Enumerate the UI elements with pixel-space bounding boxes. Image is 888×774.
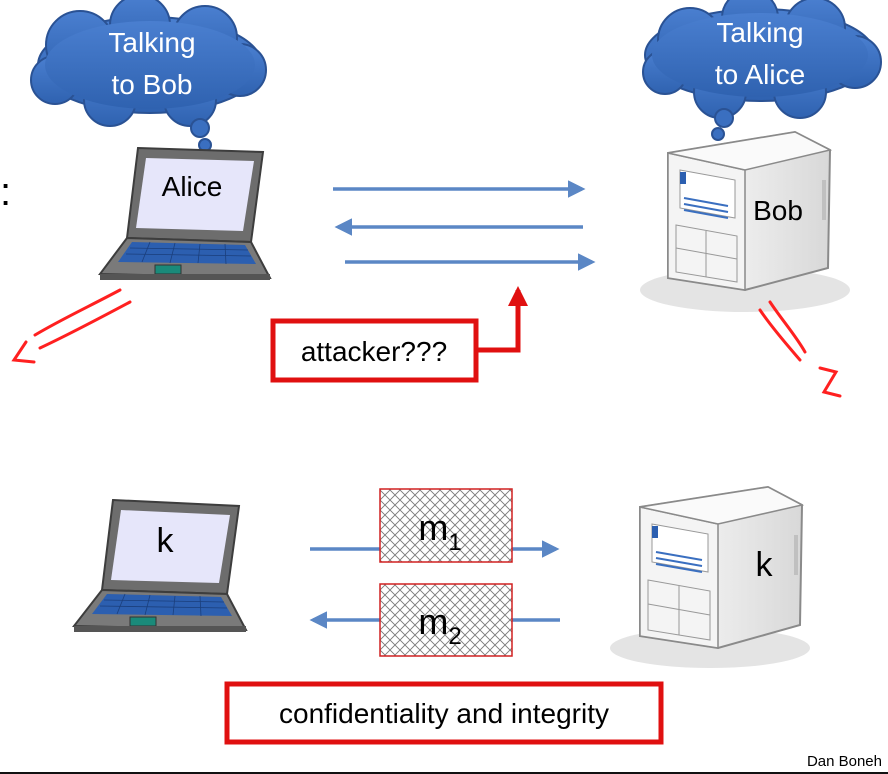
bottom-rule <box>0 772 888 774</box>
server-label-bob: Bob <box>753 195 803 226</box>
caption-text: confidentiality and integrity <box>279 698 609 729</box>
hand-drawn-arrow-left <box>11 288 132 364</box>
server-icon <box>610 485 810 668</box>
attacker-connector-arrow <box>476 286 528 353</box>
author-footer: Dan Boneh <box>806 753 882 770</box>
message-m2: m2 <box>418 601 461 650</box>
attacker-label: attacker??? <box>301 336 447 367</box>
cloud-right-line2: to Alice <box>715 59 805 90</box>
arrow-icon <box>309 540 560 629</box>
cloud-icon <box>642 0 882 141</box>
arrow-icon <box>333 180 596 271</box>
cloud-left-line1: Talking <box>108 27 195 58</box>
hand-drawn-arrow-right <box>758 300 842 398</box>
cloud-right-line1: Talking <box>716 17 803 48</box>
laptop-icon <box>71 498 248 632</box>
server-key-label: k <box>756 546 774 584</box>
attacker-box <box>270 318 479 383</box>
hatched-message-box-m1 <box>379 488 513 563</box>
message-m1: m1 <box>418 507 461 556</box>
hatched-message-box-m2 <box>379 583 513 657</box>
laptop-icon <box>98 146 272 280</box>
partial-colon: : <box>0 170 11 214</box>
cloud-icon <box>30 0 267 152</box>
laptop-key-label: k <box>157 522 175 560</box>
caption-box <box>224 681 664 745</box>
cloud-left-line2: to Bob <box>112 69 193 100</box>
server-icon <box>640 130 850 312</box>
laptop-label-alice: Alice <box>162 171 223 202</box>
